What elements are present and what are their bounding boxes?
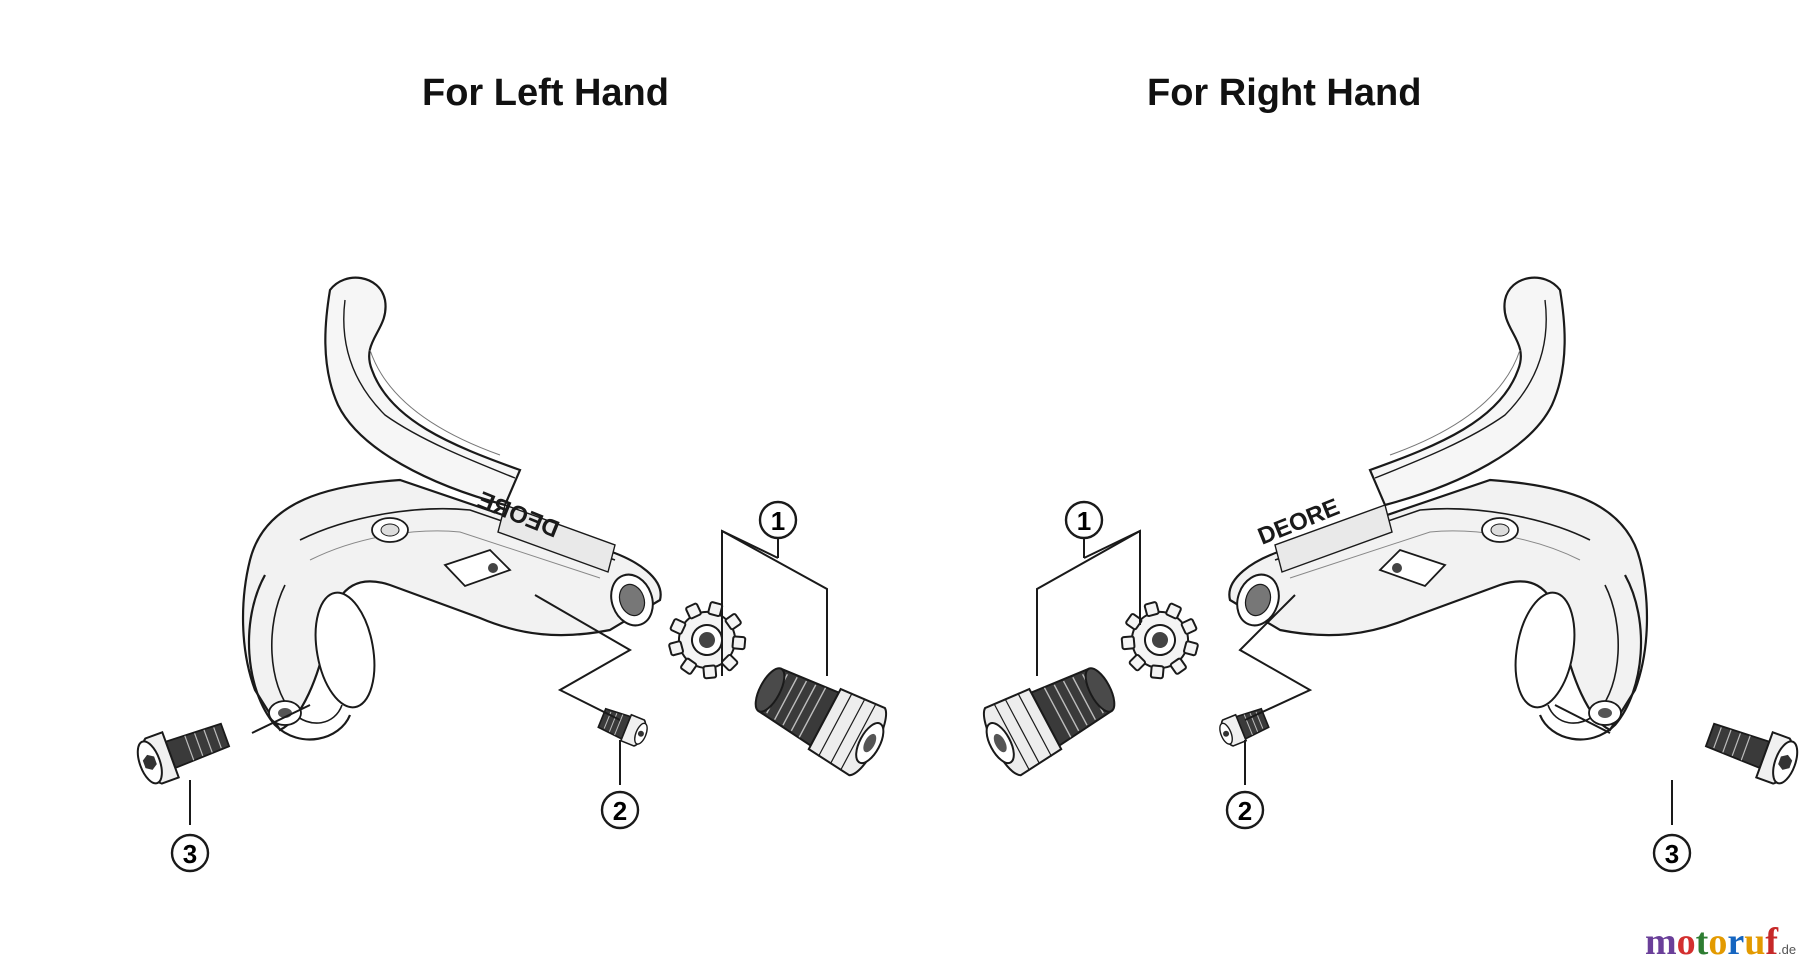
title-right-hand: For Right Hand bbox=[1147, 72, 1422, 114]
watermark-text: motoruf bbox=[1645, 921, 1778, 963]
title-left-hand: For Left Hand bbox=[422, 72, 669, 114]
left-clamp-bolt bbox=[131, 711, 235, 790]
svg-text:2: 2 bbox=[613, 796, 627, 826]
left-callout-1: 1 bbox=[758, 500, 798, 540]
watermark-letter: f bbox=[1765, 921, 1778, 963]
left-lever-body bbox=[241, 276, 662, 741]
watermark-letter: o bbox=[1708, 921, 1728, 963]
watermark-letter: o bbox=[1676, 921, 1696, 963]
watermark-letter: m bbox=[1645, 921, 1677, 963]
right-callout-1: 1 bbox=[1064, 500, 1104, 540]
right-callout-3: 3 bbox=[1652, 833, 1692, 873]
watermark-logo: motoruf.de bbox=[1645, 920, 1796, 964]
svg-text:1: 1 bbox=[1077, 506, 1091, 536]
left-callout-2: 2 bbox=[600, 790, 640, 830]
svg-text:3: 3 bbox=[1665, 839, 1679, 869]
left-callout-3: 3 bbox=[170, 833, 210, 873]
svg-text:2: 2 bbox=[1238, 796, 1252, 826]
left-lock-ring bbox=[659, 592, 755, 688]
left-adjusting-barrel bbox=[742, 650, 898, 783]
right-adjusting-barrel bbox=[972, 650, 1128, 783]
right-callout-2: 2 bbox=[1225, 790, 1265, 830]
right-lever-body bbox=[1228, 276, 1649, 741]
watermark-letter: u bbox=[1744, 921, 1766, 963]
watermark-letter: r bbox=[1727, 921, 1745, 963]
watermark-tld: .de bbox=[1777, 942, 1797, 957]
svg-text:1: 1 bbox=[771, 506, 785, 536]
right-lock-ring bbox=[1112, 592, 1208, 688]
right-clamp-bolt bbox=[1700, 711, 1800, 790]
watermark-letter: t bbox=[1695, 921, 1709, 963]
svg-text:3: 3 bbox=[183, 839, 197, 869]
